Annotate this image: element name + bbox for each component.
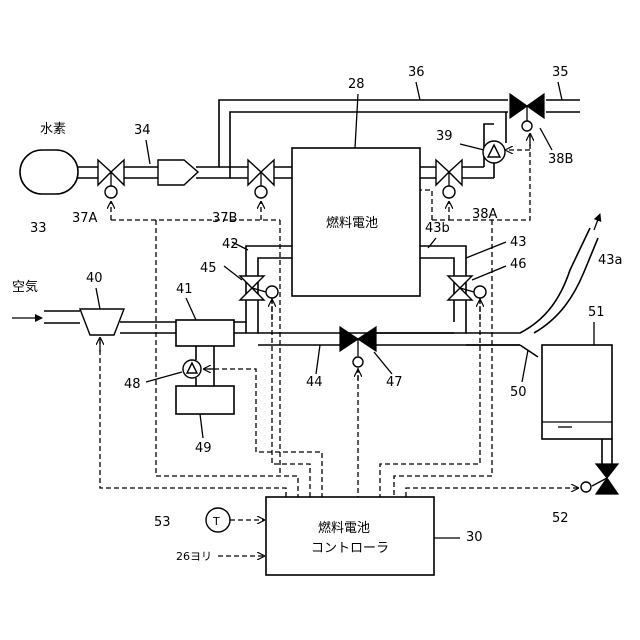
ref-34: 34 — [134, 123, 151, 138]
controller-label-line2: コントローラ — [311, 541, 389, 556]
humidifier-41 — [176, 320, 234, 346]
fuel-cell-controller — [266, 497, 434, 575]
drain-valve-52 — [581, 439, 618, 494]
hydrogen-tank — [20, 150, 78, 194]
ref-43a: 43a — [598, 253, 623, 268]
valve-37B — [248, 160, 274, 198]
pump-39 — [483, 141, 505, 163]
ejector-34 — [158, 160, 198, 185]
valve-38A — [436, 160, 462, 198]
controller-label-line1: 燃料電池 — [318, 520, 370, 536]
ref-45: 45 — [200, 261, 217, 276]
fuel-cell-label: 燃料電池 — [326, 215, 378, 231]
separator-51 — [542, 345, 612, 439]
ref-28: 28 — [348, 77, 365, 92]
ref-52: 52 — [552, 511, 569, 526]
ref-33: 33 — [30, 221, 47, 236]
ref-53: 53 — [154, 515, 171, 530]
valve-37A — [98, 160, 124, 198]
ref-50: 50 — [510, 385, 527, 400]
ref-37A: 37A — [72, 211, 98, 226]
ref-51: 51 — [588, 305, 605, 320]
pump-48 — [183, 360, 201, 378]
ref-41: 41 — [176, 282, 193, 297]
ref-39: 39 — [436, 129, 453, 144]
ref-30: 30 — [466, 530, 483, 545]
ref-35: 35 — [552, 65, 569, 80]
water-tank-49 — [176, 346, 234, 414]
ref-37B: 37B — [212, 211, 237, 226]
temp-symbol: T — [212, 515, 220, 528]
hydrogen-label: 水素 — [40, 122, 66, 137]
ref-48: 48 — [124, 377, 141, 392]
ref-47: 47 — [386, 375, 403, 390]
ref-43b: 43b — [425, 221, 450, 236]
ref-44: 44 — [306, 375, 323, 390]
ref-36: 36 — [408, 65, 425, 80]
ref-38B: 38B — [548, 152, 573, 167]
valve-38B — [510, 94, 544, 131]
air-label: 空気 — [12, 279, 38, 295]
from-26-label: 26ヨリ — [176, 550, 212, 563]
ref-43: 43 — [510, 235, 527, 250]
ref-40: 40 — [86, 271, 103, 286]
ref-49: 49 — [195, 441, 212, 456]
compressor-40 — [80, 309, 124, 335]
ref-46: 46 — [510, 257, 527, 272]
